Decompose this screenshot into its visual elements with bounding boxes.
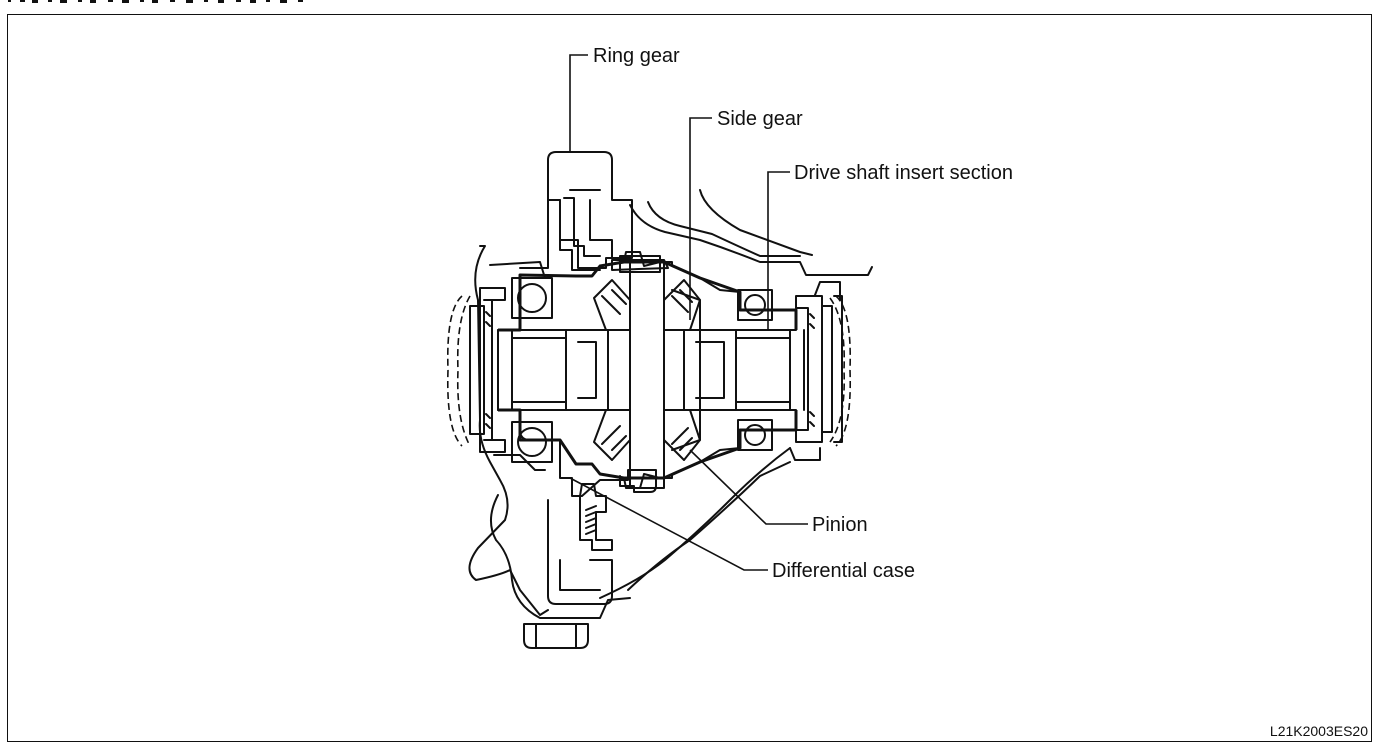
cropped-caption-strip xyxy=(0,0,1376,14)
housing-right-top xyxy=(629,204,873,276)
housing-right-lower xyxy=(599,447,791,599)
housing-left-lower xyxy=(490,494,631,619)
bearing-left-upper-race xyxy=(511,277,553,319)
bearing-ball-left-upper xyxy=(517,283,547,313)
left-shaft-bore xyxy=(497,329,513,411)
ring-gear-web xyxy=(519,199,613,269)
pinion-gear-upper-left xyxy=(593,279,631,331)
label-ring-gear: Ring gear xyxy=(593,45,680,67)
label-drive-shaft-insert-section: Drive shaft insert section xyxy=(794,162,1013,184)
figure-frame xyxy=(7,14,1372,742)
side-gear-left-hub xyxy=(511,329,567,411)
cv-joint-right-dashed xyxy=(835,295,852,447)
pinion-shaft-head xyxy=(611,259,669,271)
pinion-shaft xyxy=(629,261,665,489)
pinion-gear-hatching xyxy=(601,289,693,451)
cv-joint-right-dashed-2 xyxy=(829,297,846,443)
leader-differential-case xyxy=(569,477,768,571)
label-differential-case: Differential case xyxy=(772,560,916,582)
bearing-ball-right-lower xyxy=(744,424,766,446)
figure-code: L21K2003ES20 xyxy=(1269,723,1368,739)
seal-right-springs xyxy=(809,313,815,427)
pinion-shaft-pin xyxy=(619,255,661,273)
bottom-nut-lines xyxy=(535,623,577,649)
bearing-right-upper-race xyxy=(737,289,773,321)
bearing-ball-right-upper xyxy=(744,294,766,316)
ring-gear-teeth xyxy=(563,189,601,257)
seal-right-inner xyxy=(821,305,833,433)
case-heavy-outline-upper xyxy=(498,260,798,332)
leader-side-gear xyxy=(689,117,712,320)
outer-flange-right xyxy=(833,295,843,443)
bearing-right-lower-race xyxy=(737,419,773,451)
label-pinion: Pinion xyxy=(812,514,868,536)
housing-left-outline xyxy=(468,245,549,616)
bottom-nut xyxy=(523,623,589,649)
leader-drive-shaft xyxy=(767,171,790,330)
bearing-left-lower-race xyxy=(511,421,553,463)
housing-right-side xyxy=(789,281,841,461)
cropped-caption-text xyxy=(8,0,303,3)
housing-right-top-2 xyxy=(647,201,801,257)
cv-joint-left-dashed xyxy=(446,295,463,447)
ring-gear-inner xyxy=(559,199,601,271)
side-gear-left-inner xyxy=(577,341,597,399)
case-heavy-outline-lower xyxy=(498,408,798,480)
housing-right-lower-2 xyxy=(627,461,791,591)
pinion-gear-lower-right xyxy=(663,409,701,461)
pinion-gear-upper-right xyxy=(663,279,701,331)
seal-left-inner xyxy=(469,299,493,441)
housing-right-top-3 xyxy=(699,189,813,256)
ring-gear-bolt-threads xyxy=(585,505,597,535)
ring-gear-lower-inner xyxy=(559,559,601,591)
side-gear-right-inner xyxy=(695,341,725,399)
ring-gear-lower-rim xyxy=(547,499,613,605)
bearing-ball-left-lower xyxy=(517,427,547,457)
right-shaft-bore xyxy=(789,329,805,411)
side-gear-right-hub xyxy=(735,329,791,411)
label-side-gear: Side gear xyxy=(717,108,803,130)
leader-ring-gear xyxy=(569,54,588,152)
pinion-gear-lower-left xyxy=(593,409,631,461)
ring-gear-body xyxy=(547,151,633,269)
leader-pinion xyxy=(689,449,808,525)
cv-joint-left-dashed-2 xyxy=(456,295,471,447)
seal-left-springs xyxy=(485,311,491,429)
seal-right xyxy=(795,295,823,443)
